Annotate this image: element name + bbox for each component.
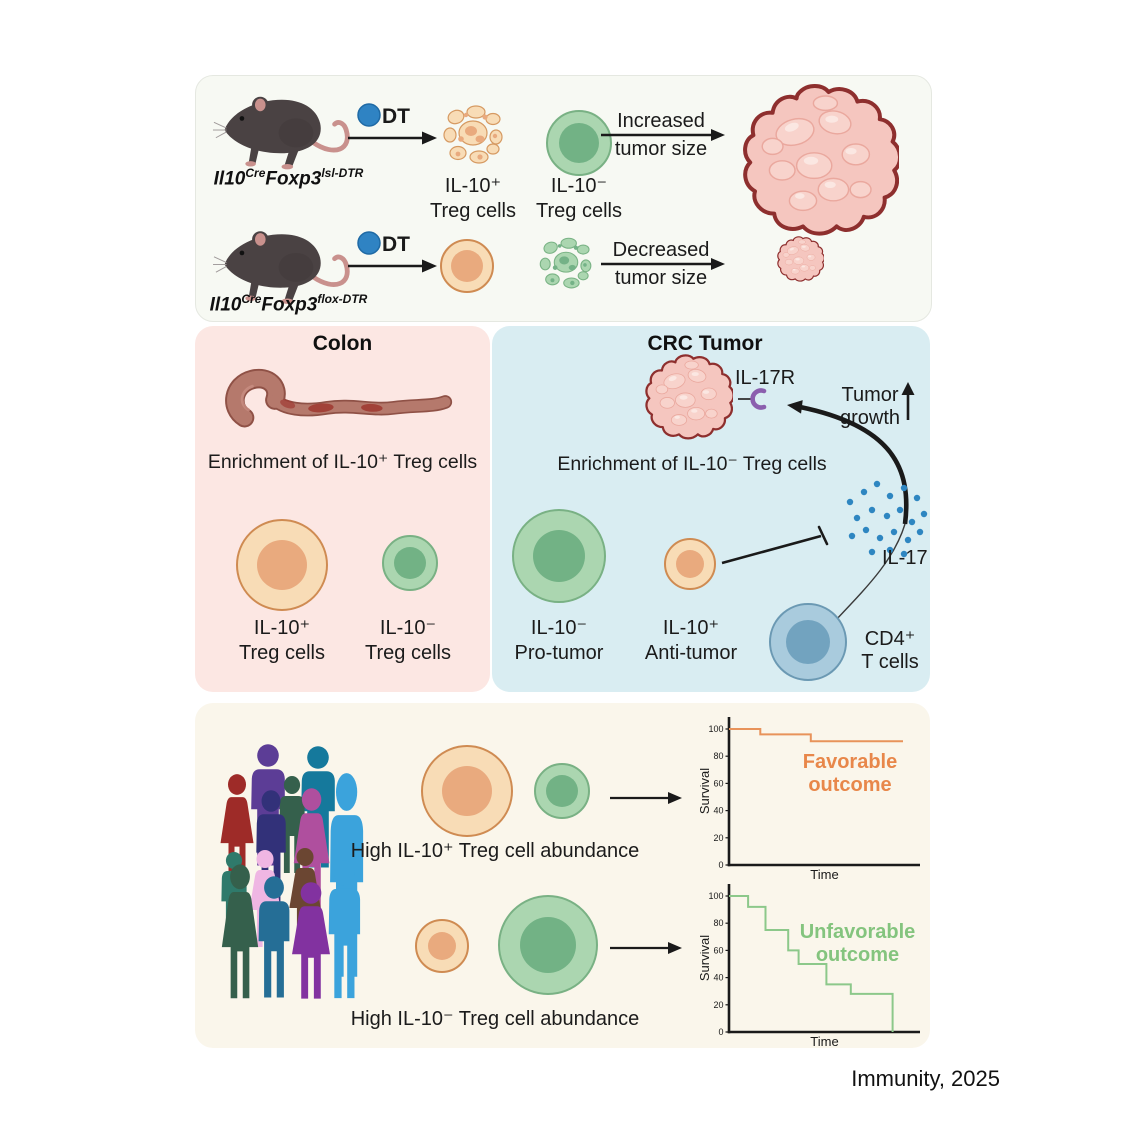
colon-il10neg-treg-cell-icon [382, 535, 438, 591]
mouse-genotype-2: Il10CreFoxp3flox-DTR [201, 292, 376, 316]
gene-sup: flox-DTR [317, 292, 368, 306]
row1-caption: High IL-10⁺ Treg cell abundance [350, 840, 640, 862]
colon-illustration [225, 368, 453, 428]
mouse-illustration-1 [212, 88, 352, 173]
arrowhead-icon [422, 131, 437, 145]
svg-text:100: 100 [708, 891, 723, 901]
crc-tumor-illustration [645, 354, 733, 440]
colon-il10pos-label: IL-10⁺ Treg cells [239, 617, 325, 664]
dt-label: DT [382, 233, 410, 256]
arrowhead-icon [668, 942, 682, 954]
svg-text:Survival: Survival [700, 935, 712, 981]
svg-text:Time: Time [810, 1034, 838, 1049]
il17-label: IL-17 [882, 547, 928, 569]
crc-il10pos-antitumor-cell-icon [664, 538, 716, 590]
colon-il10pos-treg-cell-icon [236, 519, 328, 611]
crc-caption: Enrichment of IL-10⁻ Treg cells [557, 453, 827, 475]
svg-text:0: 0 [718, 860, 723, 870]
outcome-text-bottom: tumor size [614, 267, 708, 289]
journal-credit: Immunity, 2025 [851, 1066, 1000, 1091]
crc-il10neg-protumor-cell-icon [512, 509, 606, 603]
dt-dot-icon [357, 231, 381, 255]
colon-panel-title: Colon [312, 332, 373, 355]
gene-base: Il10 [209, 294, 242, 316]
svg-text:100: 100 [708, 724, 723, 734]
mouse-genotype-1: Il10CreFoxp3lsl-DTR [201, 166, 376, 190]
svg-text:20: 20 [713, 833, 723, 843]
tumor-growth-label: Tumor growth [839, 384, 901, 429]
svg-text:0: 0 [718, 1027, 723, 1037]
outcome-arrow-1 [601, 129, 725, 141]
dt-treatment-arrow-1: DT [348, 103, 437, 145]
outcome-text-top: Decreased [612, 239, 710, 261]
il10neg-treg-cell-icon [546, 110, 612, 176]
gene-base: Foxp3 [261, 294, 318, 316]
patient-outcome-panel: High IL-10⁺ Treg cell abundance 0 20 40 60 8… [195, 703, 930, 1049]
il17-molecule-dots [846, 480, 928, 558]
il17r-label: IL-17R [735, 367, 796, 389]
large-tumor-illustration [743, 84, 899, 236]
crc-annotation-overlay [721, 382, 928, 623]
dt-treatment-arrow-2: DT [348, 231, 437, 273]
small-tumor-illustration [777, 236, 824, 282]
il17r-receptor-icon [750, 388, 767, 410]
scarce-il10neg-cell-icon [534, 763, 590, 819]
patient-crowd-illustration [220, 744, 364, 999]
abundant-il10neg-cell-icon [498, 895, 598, 995]
dt-label: DT [382, 105, 410, 128]
inhibition-line [721, 534, 822, 565]
scarce-il10pos-cell-icon [415, 919, 469, 973]
colon-panel: Colon Enrichment of IL-10⁺ Treg cells IL… [195, 326, 490, 692]
mouse-experiment-panel: Il10CreFoxp3lsl-DTR DT IL-10⁺ Treg cells… [195, 75, 932, 322]
crc-il10neg-label: IL-10⁻ Pro-tumor [514, 617, 604, 664]
svg-text:Time: Time [810, 867, 838, 882]
crc-panel-title: CRC Tumor [647, 332, 763, 355]
colon-il10neg-label: IL-10⁻ Treg cells [365, 617, 451, 664]
row2-arrow [610, 942, 682, 954]
svg-text:20: 20 [713, 1000, 723, 1010]
arrowhead-icon [668, 792, 682, 804]
gene-sup: lsl-DTR [321, 166, 364, 180]
cd4-tcell-label: CD4⁺ T cells [861, 628, 919, 673]
svg-text:40: 40 [713, 973, 723, 983]
row1-arrow [610, 792, 682, 804]
svg-text:40: 40 [713, 806, 723, 816]
outcome-text-top: Increased [617, 110, 705, 132]
svg-text:60: 60 [713, 778, 723, 788]
tumor-growth-up-arrow-icon [901, 382, 915, 395]
dt-dot-icon [357, 103, 381, 127]
depleted-il10pos-treg-icon [443, 105, 503, 164]
abundant-il10pos-cell-icon [421, 745, 513, 837]
arrowhead-icon [422, 259, 437, 273]
unfavorable-outcome-label: Unfavorable outcome [799, 921, 916, 966]
depleted-il10neg-treg-icon [539, 237, 592, 289]
outcome-arrow-2 [601, 258, 725, 270]
svg-text:80: 80 [713, 751, 723, 761]
colon-caption: Enrichment of IL-10⁺ Treg cells [207, 451, 478, 473]
crc-il10pos-label: IL-10⁺ Anti-tumor [644, 617, 738, 664]
favorable-outcome-label: Favorable outcome [802, 751, 898, 796]
gene-sup: Cre [245, 166, 266, 180]
arrowhead-icon [711, 258, 725, 270]
crc-tumor-panel: CRC Tumor IL-17R Tumor growth Enrichment… [492, 326, 930, 692]
il10pos-treg-label: IL-10⁺ Treg cells [430, 175, 516, 222]
il17-signaling-arrow [799, 404, 909, 525]
outcome-text-bottom: tumor size [614, 138, 708, 160]
gene-base: Il10 [213, 168, 246, 190]
arrowhead-icon [787, 400, 803, 414]
gene-sup: Cre [241, 292, 262, 306]
arrowhead-icon [711, 129, 725, 141]
cd4-tcell-icon [769, 603, 847, 681]
svg-text:80: 80 [713, 918, 723, 928]
gene-base: Foxp3 [265, 168, 322, 190]
intact-il10pos-treg-cell-icon [440, 239, 494, 293]
il10neg-treg-label: IL-10⁻ Treg cells [536, 175, 622, 222]
svg-text:60: 60 [713, 945, 723, 955]
svg-text:Survival: Survival [700, 768, 712, 814]
row2-caption: High IL-10⁻ Treg cell abundance [350, 1008, 640, 1030]
